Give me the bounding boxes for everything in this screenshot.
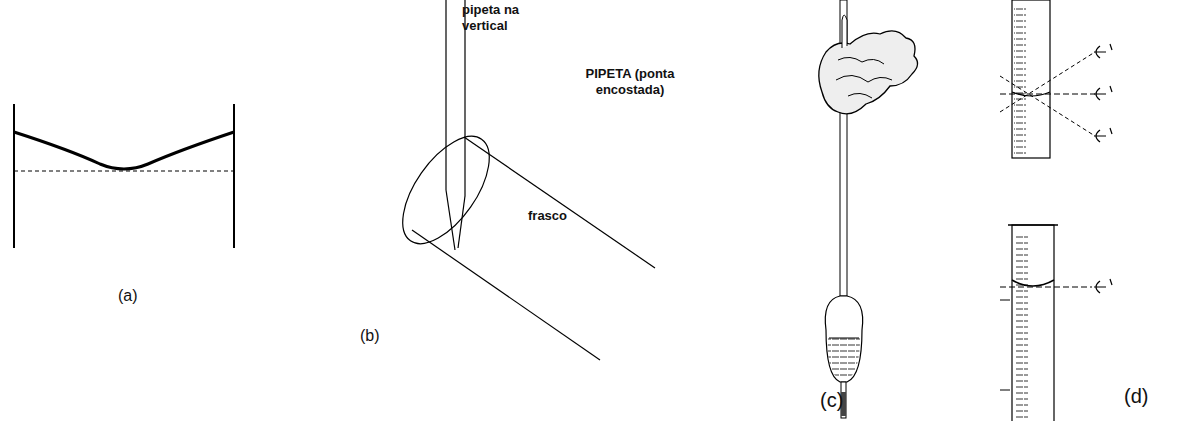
meniscus-figure [14, 104, 234, 248]
panel-label: (b) [360, 326, 400, 346]
pipette-label: PIPETA (ponta encostada) [566, 66, 694, 99]
panel-label: (d) [1124, 384, 1168, 409]
panel-label: (a) [118, 286, 158, 306]
flask-label: frasco [528, 208, 588, 224]
panel-label: (c) [820, 388, 860, 413]
pipette-label: pipeta na vertical [462, 2, 542, 35]
pipette-flask-figure [386, 0, 655, 360]
reading-figure [1000, 0, 1112, 421]
hand-pipette-figure [819, 0, 918, 418]
